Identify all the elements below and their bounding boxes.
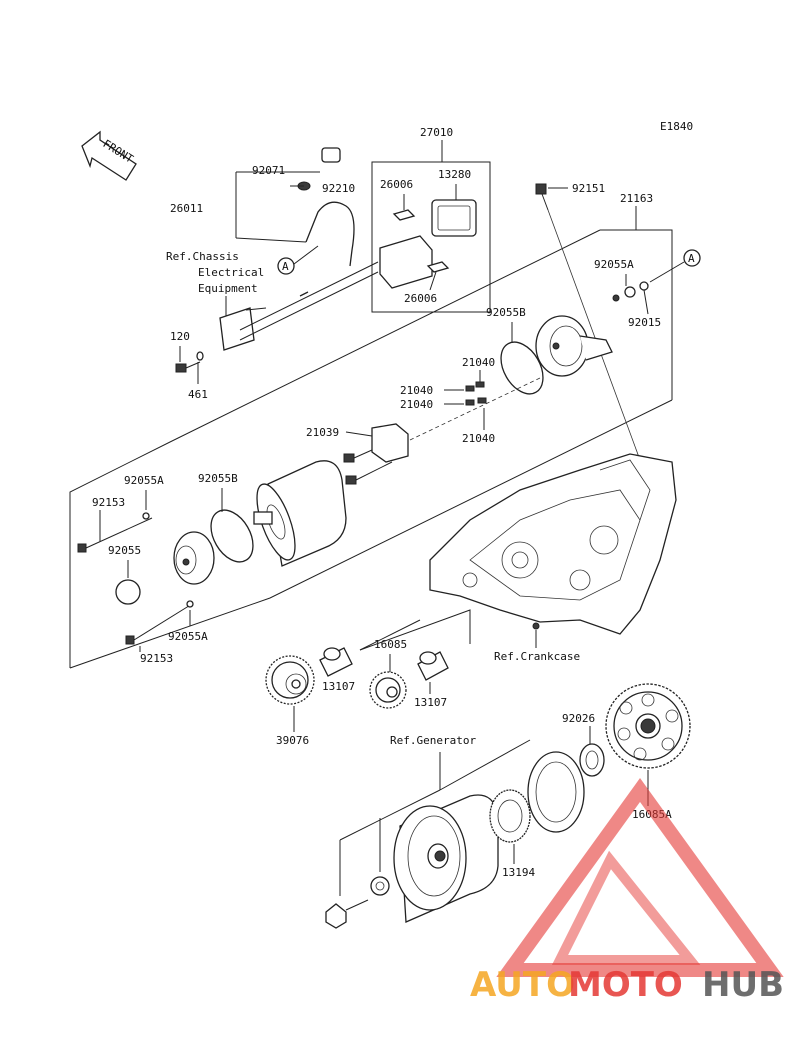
- label-21040-4: 21040: [462, 432, 495, 445]
- label-92153-top: 92153: [92, 496, 125, 509]
- washer-92055a-bottom: [186, 600, 194, 608]
- label-120: 120: [170, 330, 190, 343]
- label-26006b: 26006: [404, 292, 437, 305]
- flywheel-rotor: [393, 794, 499, 923]
- label-92026: 92026: [562, 712, 595, 725]
- label-92055a-left: 92055A: [124, 474, 164, 487]
- watermark-hub: HUB: [702, 965, 784, 1005]
- label-92151: 92151: [572, 182, 605, 195]
- label-21040-3: 21040: [400, 398, 433, 411]
- shaft-13107-left: [319, 647, 353, 677]
- label-92055b-left: 92055B: [198, 472, 238, 485]
- label-92055b-top: 92055B: [486, 306, 526, 319]
- label-92071: 92071: [252, 164, 285, 177]
- callout-a-right: A: [649, 249, 701, 283]
- label-26006a: 26006: [380, 178, 413, 191]
- label-13107-right: 13107: [414, 696, 447, 709]
- watermark-moto: MOTO: [568, 965, 683, 1005]
- svg-text:A: A: [688, 252, 695, 265]
- label-21039: 21039: [306, 426, 339, 439]
- shaft-13107-right: [417, 651, 449, 681]
- idle-gear-16085: [369, 671, 407, 709]
- label-13107-left: 13107: [322, 680, 355, 693]
- bolt-120: [175, 351, 204, 373]
- relay-13280: [431, 199, 477, 237]
- front-end-cover: [173, 531, 215, 585]
- label-39076: 39076: [276, 734, 309, 747]
- through-bolts-92153: [77, 517, 193, 645]
- boot-92071: [321, 147, 341, 163]
- label-ref-chassis-3: Equipment: [198, 282, 258, 295]
- watermark-auto: AUTO: [470, 965, 575, 1005]
- label-ref-crankcase: Ref.Crankcase: [494, 650, 580, 663]
- label-26011: 26011: [170, 202, 203, 215]
- o-ring-92055b-left: [210, 509, 254, 563]
- starter-yoke: [253, 460, 347, 567]
- starter-gear-16085a: [605, 683, 691, 769]
- brush-springs: [465, 381, 487, 406]
- label-92015: 92015: [628, 316, 661, 329]
- label-16085: 16085: [374, 638, 407, 651]
- relay-box: [371, 140, 491, 313]
- label-21040-1: 21040: [462, 356, 495, 369]
- label-92210: 92210: [322, 182, 355, 195]
- one-way-clutch-13194: [489, 789, 531, 843]
- label-21163: 21163: [620, 192, 653, 205]
- label-ref-chassis-1: Ref.Chassis: [166, 250, 239, 263]
- label-21040-2: 21040: [400, 384, 433, 397]
- svg-text:A: A: [282, 260, 289, 273]
- starter-cable: [235, 147, 355, 267]
- washer-flywheel: [370, 876, 390, 896]
- idle-gear-39076: [265, 655, 315, 705]
- label-27010: 27010: [420, 126, 453, 139]
- label-92055: 92055: [108, 544, 141, 557]
- label-ref-chassis-2: Electrical: [198, 266, 264, 279]
- diagram-code: E1840: [660, 120, 693, 133]
- o-ring-92055: [115, 579, 141, 605]
- automotohub-logo: AUTO MOTO HUB: [470, 778, 784, 1005]
- washer-92026: [579, 743, 605, 777]
- washer-92055a-left: [142, 512, 150, 520]
- battery-cable: [219, 261, 379, 351]
- washer-92055a-top: [612, 281, 649, 302]
- label-ref-generator: Ref.Generator: [390, 734, 476, 747]
- label-92153-bottom: 92153: [140, 652, 173, 665]
- o-ring-92055b-top: [500, 341, 544, 395]
- label-92055a-top: 92055A: [594, 258, 634, 271]
- label-13280: 13280: [438, 168, 471, 181]
- brush-holder-21039: [343, 423, 409, 485]
- flywheel-bolt: [325, 899, 369, 929]
- bolt-92151: [535, 183, 641, 461]
- rear-end-cover: [535, 315, 613, 377]
- clutch-housing: [527, 751, 585, 833]
- label-13194: 13194: [502, 866, 535, 879]
- label-461: 461: [188, 388, 208, 401]
- crankcase: [429, 453, 677, 635]
- label-92055a-bottom: 92055A: [168, 630, 208, 643]
- front-arrow-icon: FRONT: [81, 130, 137, 181]
- callout-a-left: A: [277, 245, 319, 275]
